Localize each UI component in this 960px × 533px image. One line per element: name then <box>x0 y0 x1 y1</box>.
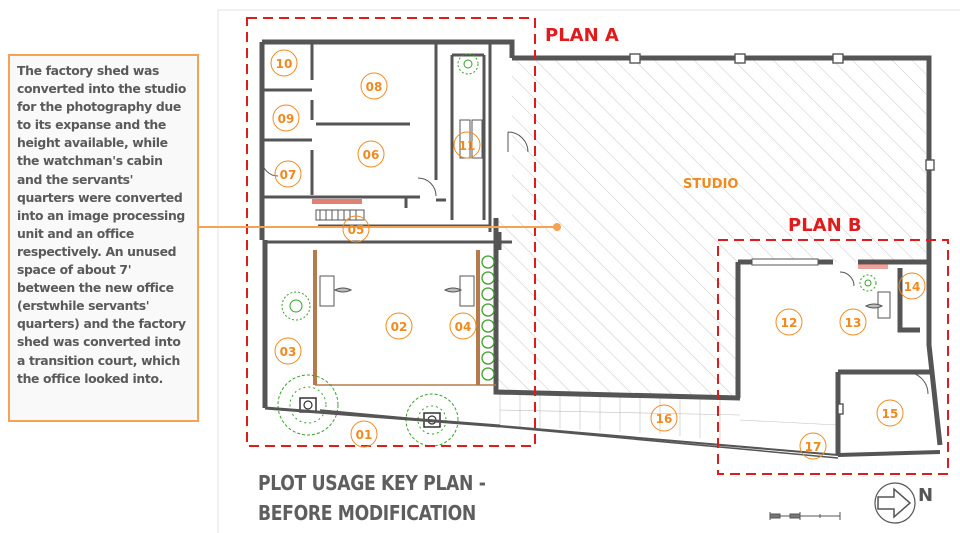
shrub-row <box>481 255 495 381</box>
scale-bar <box>769 512 841 520</box>
columns <box>629 53 935 415</box>
north-arrow-icon <box>874 482 916 524</box>
room-label-09: 09 <box>278 112 295 126</box>
title-line-1: PLOT USAGE KEY PLAN - <box>258 471 486 495</box>
north-label: N <box>918 485 933 506</box>
title-line-2: BEFORE MODIFICATION <box>258 501 476 525</box>
plan-a-boundary <box>246 17 536 447</box>
studio-hatch <box>496 58 926 398</box>
plan-a-label: PLAN A <box>545 25 619 46</box>
callout-dot <box>553 223 561 231</box>
description-callout: The factory shed was converted into the … <box>8 54 199 422</box>
room-label-17: 17 <box>805 440 822 454</box>
drawing-title: PLOT USAGE KEY PLAN - BEFORE MODIFICATIO… <box>258 468 486 528</box>
room-label-14: 14 <box>904 280 921 294</box>
room-label-13: 13 <box>845 316 862 330</box>
room-label-05: 05 <box>348 223 365 237</box>
room-label-04: 04 <box>455 320 472 334</box>
plan-b-boundary <box>717 239 949 475</box>
room-label-12: 12 <box>781 316 798 330</box>
compound-boundary <box>264 406 941 459</box>
room-label-02: 02 <box>391 320 408 334</box>
room-label-03: 03 <box>280 345 297 359</box>
plan-b-label: PLAN B <box>788 215 862 236</box>
room-label-11: 11 <box>459 139 476 153</box>
studio-label: STUDIO <box>683 177 738 192</box>
room-label-08: 08 <box>366 80 383 94</box>
room-label-16: 16 <box>656 412 673 426</box>
room-label-15: 15 <box>882 407 899 421</box>
description-text: The factory shed was converted into the … <box>17 63 187 386</box>
room-label-07: 07 <box>280 168 297 182</box>
room-label-06: 06 <box>363 148 380 162</box>
pavement-grid <box>499 392 839 440</box>
room-label-10: 10 <box>276 57 293 71</box>
room-label-01: 01 <box>356 428 373 442</box>
